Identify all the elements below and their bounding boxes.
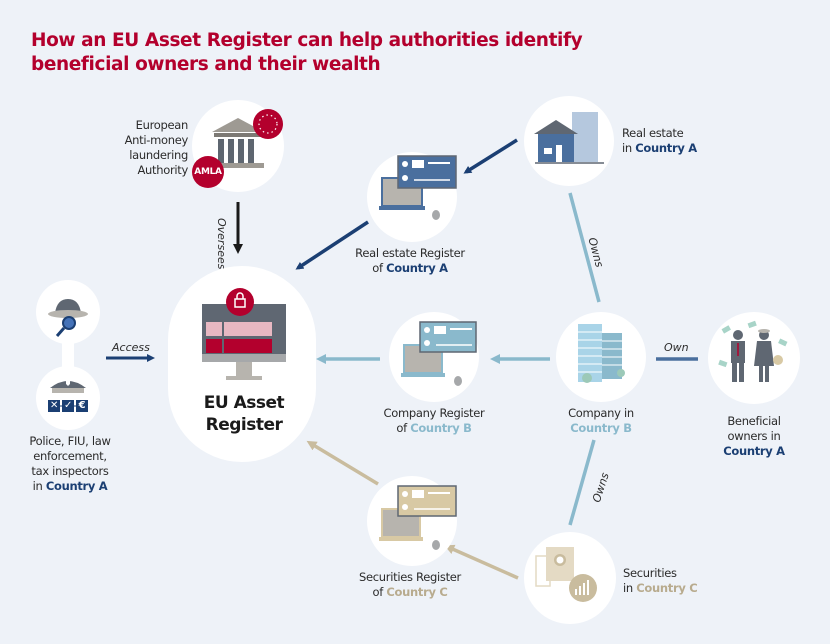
diagram-title: How an EU Asset Register can help author… bbox=[31, 30, 583, 75]
company-register-node[interactable] bbox=[389, 312, 479, 402]
eu-register-title: EU Asset Register bbox=[203, 393, 285, 435]
country-a-highlight: Country A bbox=[45, 479, 108, 493]
beneficial-owners-node[interactable] bbox=[708, 312, 800, 404]
detective-node[interactable] bbox=[36, 280, 100, 344]
own-label: Own bbox=[664, 341, 689, 354]
beneficial-owners-label: Beneficial owners in Country A bbox=[723, 414, 785, 458]
access-label: Access bbox=[112, 341, 150, 354]
securities-register-label: Securities Register of Country C bbox=[359, 570, 461, 599]
real-estate-to-register-arrow bbox=[463, 138, 518, 174]
cross-icon: ✕ bbox=[49, 400, 59, 411]
euro-icon: € bbox=[78, 400, 86, 411]
oversees-label: Oversees bbox=[215, 218, 228, 270]
securities-node[interactable] bbox=[524, 532, 616, 624]
company-label: Company in Country B bbox=[568, 406, 634, 435]
securities-register-to-eu-arrow bbox=[306, 440, 379, 486]
amla-label: European Anti-money laundering Authority bbox=[124, 118, 189, 177]
amla-badge-label: AMLA bbox=[194, 167, 222, 177]
owns-real-estate-line bbox=[568, 192, 601, 303]
securities-to-register-arrow bbox=[444, 544, 519, 580]
real-estate-node[interactable] bbox=[524, 96, 614, 186]
check-icon: ✓ bbox=[63, 400, 73, 411]
real-estate-register-node[interactable] bbox=[367, 152, 457, 242]
police-node[interactable] bbox=[36, 366, 100, 430]
owns-securities-line bbox=[568, 439, 596, 526]
real-estate-register-to-eu-arrow bbox=[295, 220, 369, 270]
real-estate-register-label: Real estate Register of Country A bbox=[355, 246, 465, 275]
company-node[interactable] bbox=[556, 312, 646, 402]
authorities-connector bbox=[62, 340, 74, 370]
real-estate-label: Real estate in Country A bbox=[622, 126, 697, 155]
company-register-label: Company Register of Country B bbox=[383, 406, 485, 435]
authorities-label: Police, FIU, law enforcement, tax inspec… bbox=[29, 434, 111, 493]
securities-label: Securities in Country C bbox=[623, 566, 698, 595]
securities-register-node[interactable] bbox=[367, 476, 457, 566]
